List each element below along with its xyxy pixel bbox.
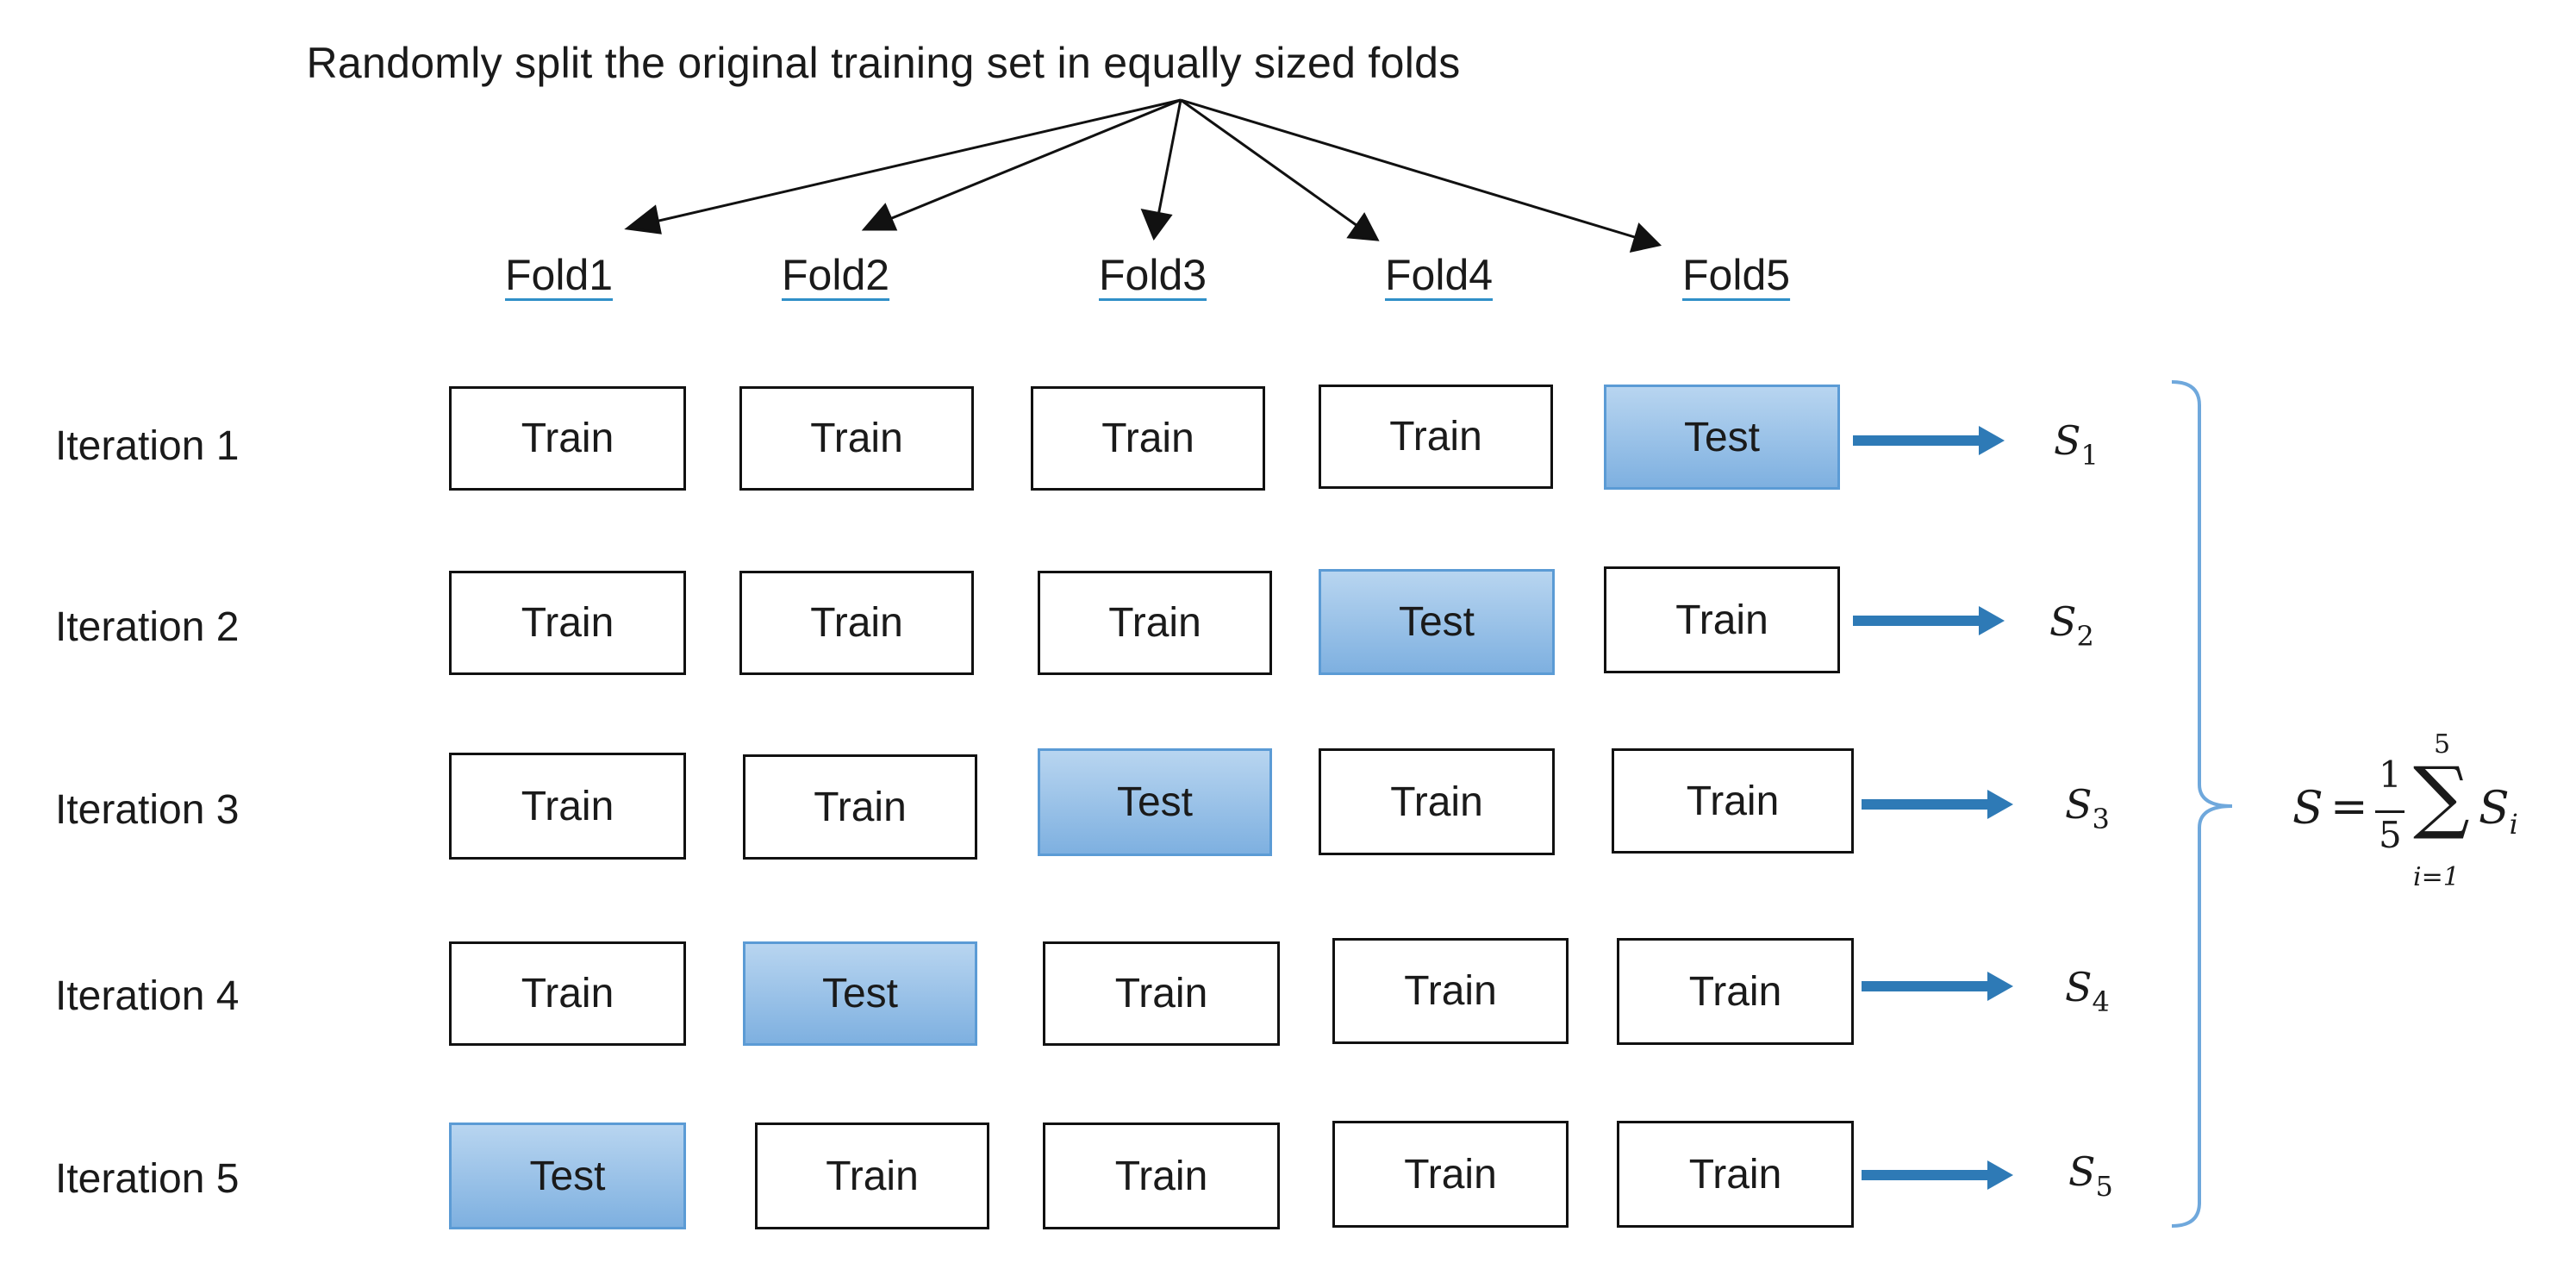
formula-upper-limit: 5 (2434, 729, 2451, 760)
fold-cell: Train (1604, 566, 1840, 673)
score-arrow-4 (1862, 972, 2013, 1001)
split-arrow-fold4 (1180, 98, 1380, 241)
split-arrow-fold2 (861, 98, 1182, 231)
fold-cell: Train (1043, 941, 1280, 1046)
score-symbol: S (2068, 1148, 2096, 1195)
formula-fraction-bar (2375, 810, 2404, 813)
fold-cell: Train (1332, 1121, 1569, 1228)
fold-cell: Train (1332, 938, 1569, 1044)
iteration-label-4: Iteration 4 (55, 973, 240, 1019)
score-symbol: S (2065, 964, 2093, 1010)
fold-cell: Test (449, 1123, 686, 1229)
formula-numerator: 1 (2379, 754, 2402, 796)
iteration-label-1: Iteration 1 (55, 423, 240, 469)
split-title: Randomly split the original training set… (306, 39, 1461, 87)
score-index: 5 (2095, 1170, 2113, 1203)
fold-cell: Train (1617, 1121, 1854, 1228)
fold-cell: Test (1038, 748, 1272, 856)
score-arrow-1 (1853, 426, 2005, 455)
fold-cell: Train (1319, 385, 1553, 489)
formula-equals: = (2330, 781, 2368, 833)
summation-icon: ∑ (2413, 750, 2470, 842)
fold-cell: Train (449, 753, 686, 860)
fold-cell: Train (1617, 938, 1854, 1045)
fold-cell: Train (449, 941, 686, 1046)
score-arrows (1853, 426, 2013, 1190)
score-label-1: S1 (2054, 417, 2099, 472)
score-label-2: S2 (2049, 598, 2094, 653)
fold-cell: Test (1604, 385, 1840, 490)
score-arrow-2 (1853, 606, 2005, 635)
formula-summand: Si (2479, 783, 2518, 841)
formula-denominator: 5 (2379, 814, 2402, 856)
score-index: 4 (2092, 985, 2110, 1018)
score-symbol: S (2065, 781, 2093, 828)
fold-cell: Train (1319, 748, 1555, 855)
split-arrow-fold3 (1140, 99, 1182, 241)
score-symbol: S (2054, 417, 2081, 464)
fold-label-1: Fold1 (505, 251, 614, 299)
average-score-formula: S = 1 5 5 ∑ i=1 Si (2292, 729, 2551, 905)
fold-cell: Test (1319, 569, 1555, 675)
fold-label-5: Fold5 (1682, 251, 1791, 299)
fold-label-3: Fold3 (1099, 251, 1207, 299)
score-symbol: S (2049, 598, 2077, 645)
fold-cell: Train (739, 386, 974, 491)
score-index: 3 (2092, 803, 2110, 835)
formula-lhs: S (2292, 783, 2323, 835)
fold-cell: Train (1043, 1123, 1280, 1229)
score-index: 1 (2080, 439, 2099, 472)
iteration-label-3: Iteration 3 (55, 787, 240, 833)
fold-cell: Train (449, 571, 686, 675)
iteration-label-5: Iteration 5 (55, 1156, 240, 1202)
fold-cell: Train (449, 386, 686, 491)
score-label-4: S4 (2065, 964, 2110, 1018)
score-label-3: S3 (2065, 781, 2110, 835)
formula-summand-index: i (2509, 808, 2518, 841)
right-brace (2171, 380, 2233, 1228)
split-arrow-fold1 (624, 98, 1182, 235)
fold-cell: Train (739, 571, 974, 675)
fold-label-2: Fold2 (782, 251, 890, 299)
formula-lower-limit: i=1 (2413, 862, 2460, 892)
score-arrow-3 (1862, 790, 2013, 819)
fold-cell: Train (1031, 386, 1265, 491)
fold-label-4: Fold4 (1385, 251, 1494, 299)
score-label-5: S5 (2068, 1148, 2113, 1203)
fold-cell: Train (1038, 571, 1272, 675)
split-arrow-fold5 (1180, 98, 1662, 253)
fold-cell: Train (755, 1123, 989, 1229)
score-index: 2 (2076, 620, 2094, 653)
formula-summand-symbol: S (2479, 783, 2510, 835)
fold-cell: Train (1612, 748, 1854, 854)
fold-cell: Train (743, 754, 977, 860)
fold-cell: Test (743, 941, 977, 1046)
iteration-label-2: Iteration 2 (55, 604, 240, 650)
score-arrow-5 (1862, 1160, 2013, 1190)
split-arrows (624, 98, 1662, 253)
